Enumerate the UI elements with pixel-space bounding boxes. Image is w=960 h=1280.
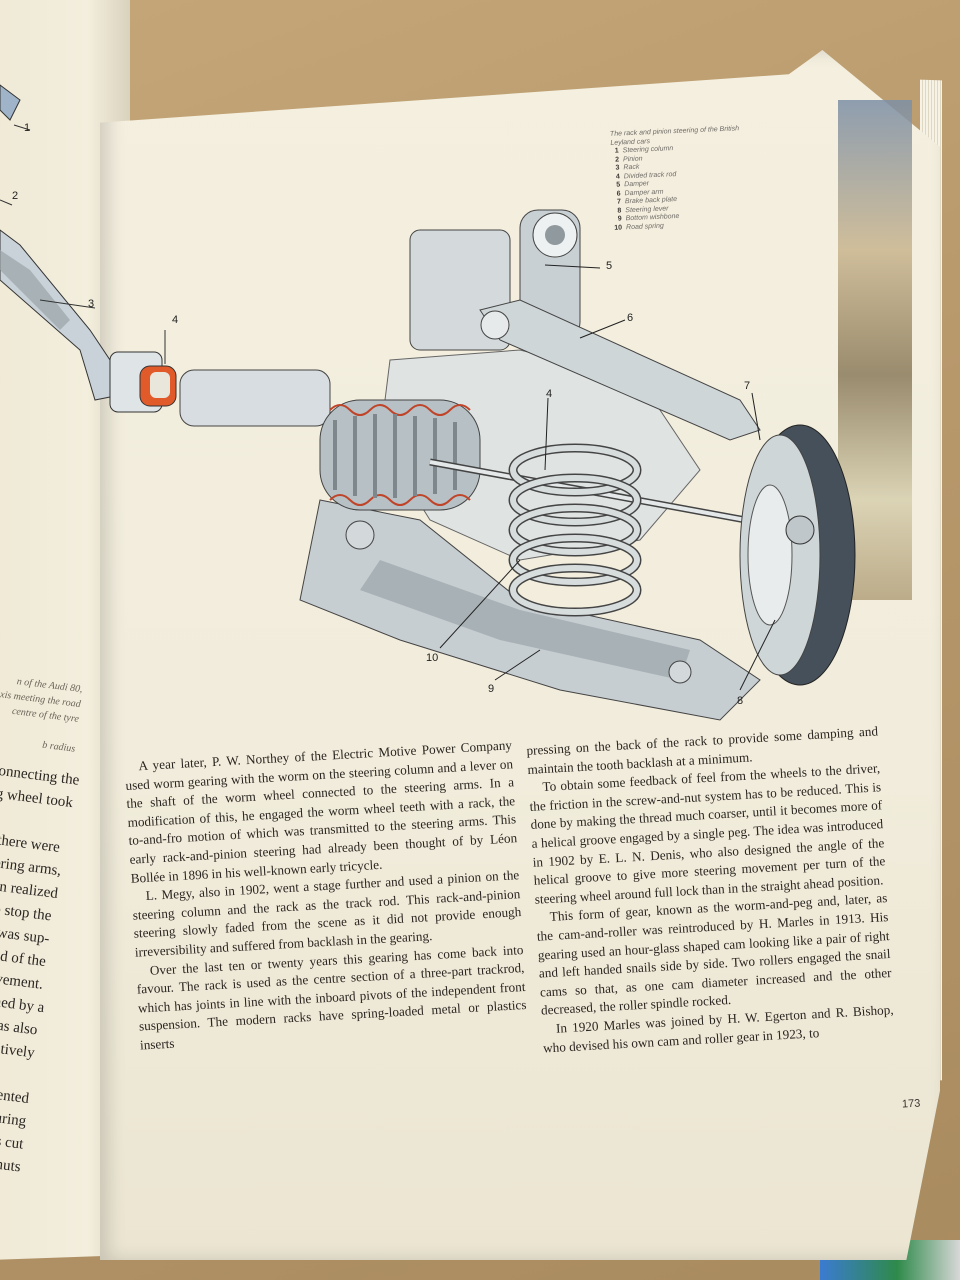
brake-drum [739, 424, 856, 686]
callout-4-left: 4 [172, 314, 179, 326]
callout-6: 6 [627, 312, 634, 324]
suspension-drawing [179, 209, 856, 721]
callout-2: 2 [12, 190, 19, 202]
page-number: 173 [901, 1097, 921, 1111]
callout-7: 7 [744, 380, 751, 392]
diagram-legend: The rack and pinion steering of the Brit… [610, 125, 744, 233]
callout-1: 1 [24, 122, 31, 134]
callout-9: 9 [488, 683, 495, 695]
callout-5: 5 [606, 260, 613, 272]
text-column-1: A year later, P. W. Northey of the Elect… [124, 736, 528, 1055]
paragraph: This form of gear, known as the worm-and… [536, 890, 892, 1018]
paragraph: A year later, P. W. Northey of the Elect… [125, 737, 518, 886]
road-spring [508, 443, 642, 617]
rack-gaiter [319, 399, 481, 511]
left-page-drawing [0, 84, 177, 413]
left-page-caption: n of the Audi 80, xis meeting the road c… [0, 676, 84, 755]
text-column-2: pressing on the back of the rack to prov… [526, 722, 895, 1057]
callout-4-right: 4 [546, 388, 553, 400]
callout-10: 10 [426, 652, 439, 664]
callout-8: 8 [737, 695, 744, 707]
leader-lines [439, 264, 776, 691]
callout-3: 3 [88, 298, 95, 310]
paragraph: To obtain some feedback of feel from the… [529, 760, 886, 907]
